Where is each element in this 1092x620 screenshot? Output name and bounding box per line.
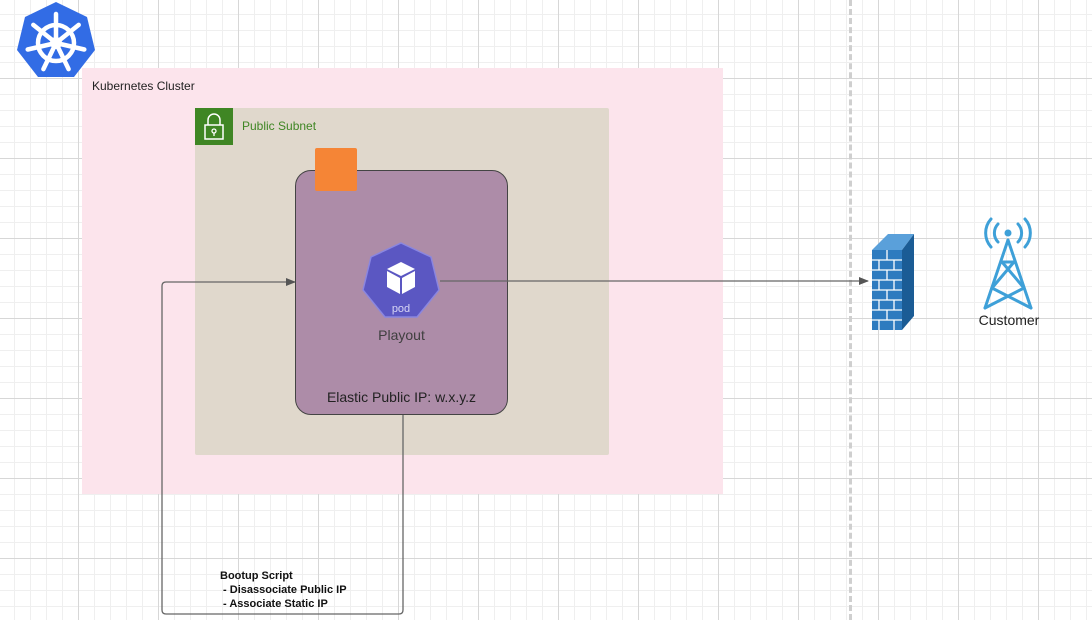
pod-cube-icon: pod [362, 242, 440, 318]
customer-label: Customer [978, 312, 1040, 328]
subnet-label: Public Subnet [242, 119, 317, 133]
cluster-label: Kubernetes Cluster [92, 79, 195, 93]
network-boundary-line [849, 0, 852, 620]
pod-icon-text: pod [392, 303, 410, 315]
elastic-ip-label: Elastic Public IP: w.x.y.z [326, 389, 477, 405]
playout-label: Playout [378, 327, 425, 343]
cell-tower-icon [983, 217, 1033, 310]
bootup-step: - Associate Static IP [220, 598, 328, 610]
lock-icon [195, 108, 233, 145]
orange-node-square[interactable] [315, 148, 357, 191]
bootup-script-note: Bootup Script - Disassociate Public IP -… [220, 569, 347, 611]
kubernetes-logo-icon [17, 2, 95, 77]
bootup-step: - Disassociate Public IP [220, 584, 347, 596]
firewall-icon [872, 234, 914, 330]
bootup-script-title: Bootup Script [220, 570, 293, 582]
